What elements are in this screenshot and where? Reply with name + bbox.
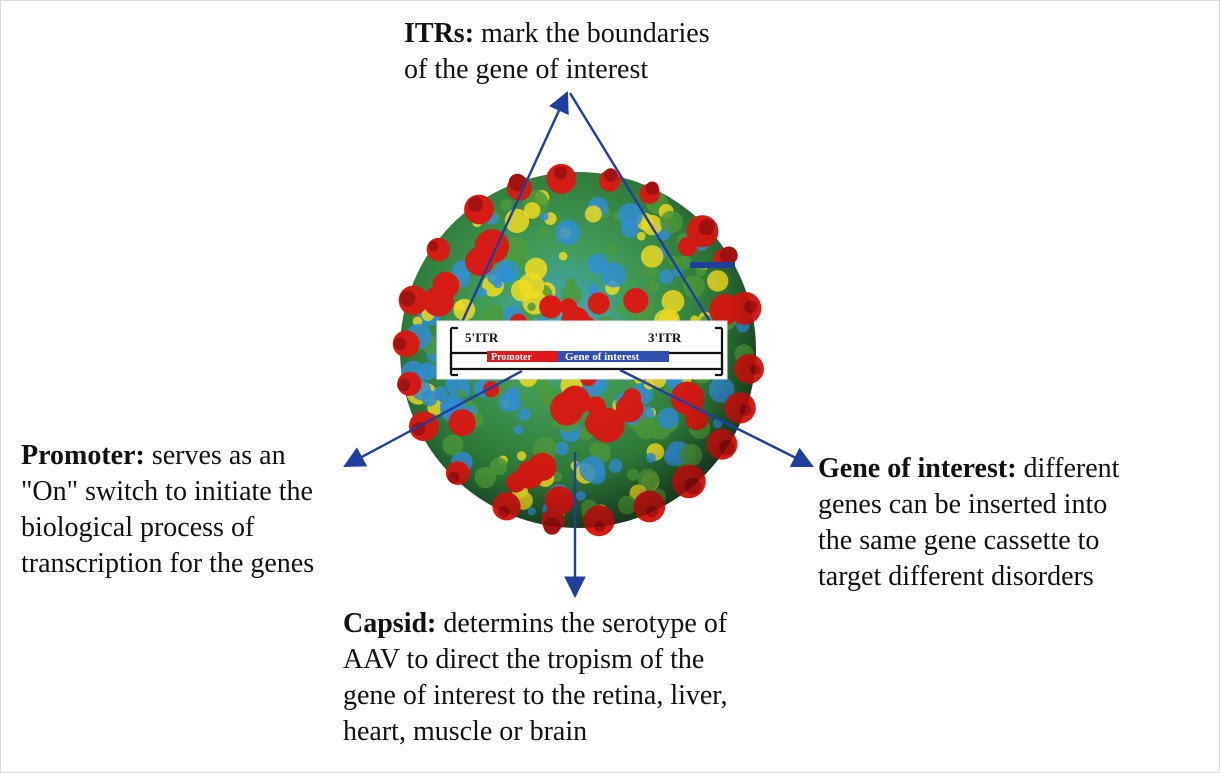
capsid-label-line1: Capsid: determins the serotype of xyxy=(343,606,728,642)
capsid-label-line3: gene of interest to the retina, liver, xyxy=(343,680,728,711)
itrs-label-line1: ITRs: mark the boundaries xyxy=(404,16,710,52)
gene-arrow xyxy=(619,368,814,468)
capsid-label-line4: heart, muscle or brain xyxy=(343,716,588,747)
promoter-block-label: Promoter xyxy=(491,352,532,363)
itrs-text-1: mark the boundaries xyxy=(474,18,710,49)
itr-arrows xyxy=(455,91,714,334)
itr3-label: 3'ITR xyxy=(648,330,682,345)
capsid-text-1: determins the serotype of xyxy=(436,608,728,639)
itrs-key: ITRs: xyxy=(404,18,475,49)
promoter-arrow xyxy=(343,369,523,468)
gene-text-1: different xyxy=(1016,453,1120,484)
gene-label: Gene of interest: different genes can be… xyxy=(818,451,1119,595)
itrs-label: ITRs: mark the boundaries of the gene of… xyxy=(404,16,710,88)
promoter-label-line4: transcription for the genes xyxy=(21,548,315,579)
gene-cassette: 5'ITR 3'ITR Promoter Gene of interest xyxy=(436,320,728,380)
itrs-label-line2: of the gene of interest xyxy=(404,54,649,85)
gene-label-line4: target different disorders xyxy=(818,561,1094,592)
itr-arrow-left xyxy=(455,91,569,334)
promoter-label-line3: biological process of xyxy=(21,512,255,543)
capsid-key: Capsid: xyxy=(343,608,437,639)
gene-label-line3: the same gene cassette to xyxy=(818,525,1100,556)
gene-block xyxy=(557,351,669,362)
gene-key: Gene of interest: xyxy=(818,453,1017,484)
promoter-label-line1: Promoter: serves as an xyxy=(21,438,314,474)
promoter-label-line2: "On" switch to initiate the xyxy=(21,476,313,507)
capsid-label: Capsid: determins the serotype of AAV to… xyxy=(343,606,728,750)
itr-arrow-right xyxy=(568,92,714,326)
cassette-bracket-lower xyxy=(449,353,724,371)
promoter-block xyxy=(487,351,557,362)
gene-label-line1: Gene of interest: different xyxy=(818,451,1119,487)
promoter-key: Promoter: xyxy=(21,440,145,471)
promoter-text-1: serves as an xyxy=(144,440,286,471)
capsid-marker xyxy=(690,262,735,268)
gene-block-label: Gene of interest xyxy=(565,351,640,363)
promoter-label: Promoter: serves as an "On" switch to in… xyxy=(21,438,314,582)
capsid-label-line2: AAV to direct the tropism of the xyxy=(343,644,705,675)
gene-label-line2: genes can be inserted into xyxy=(818,489,1108,520)
itr5-label: 5'ITR xyxy=(465,330,499,345)
